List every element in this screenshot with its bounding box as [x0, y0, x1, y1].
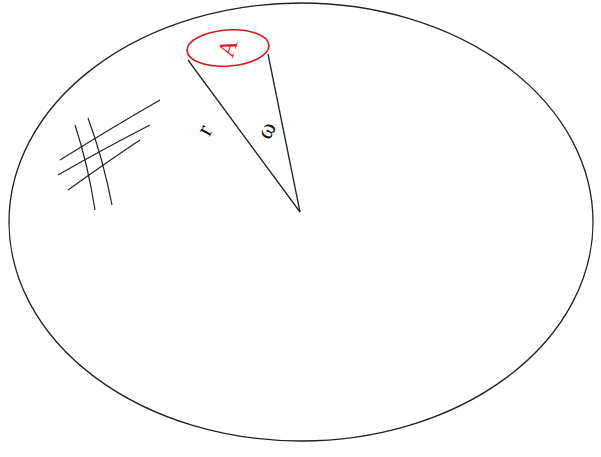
- sphere-outline: [9, 3, 593, 441]
- hatch-stroke: [60, 100, 160, 160]
- area-ellipse: A: [186, 29, 270, 67]
- ellipse-shape: [186, 27, 270, 69]
- solid-angle-label: ω: [252, 117, 281, 142]
- cone-edge: [188, 60, 300, 212]
- hatch-stroke: [75, 125, 95, 210]
- area-label: A: [214, 36, 242, 60]
- hatching: [58, 100, 160, 210]
- hatch-stroke: [68, 140, 140, 190]
- radius-label: r: [192, 121, 217, 139]
